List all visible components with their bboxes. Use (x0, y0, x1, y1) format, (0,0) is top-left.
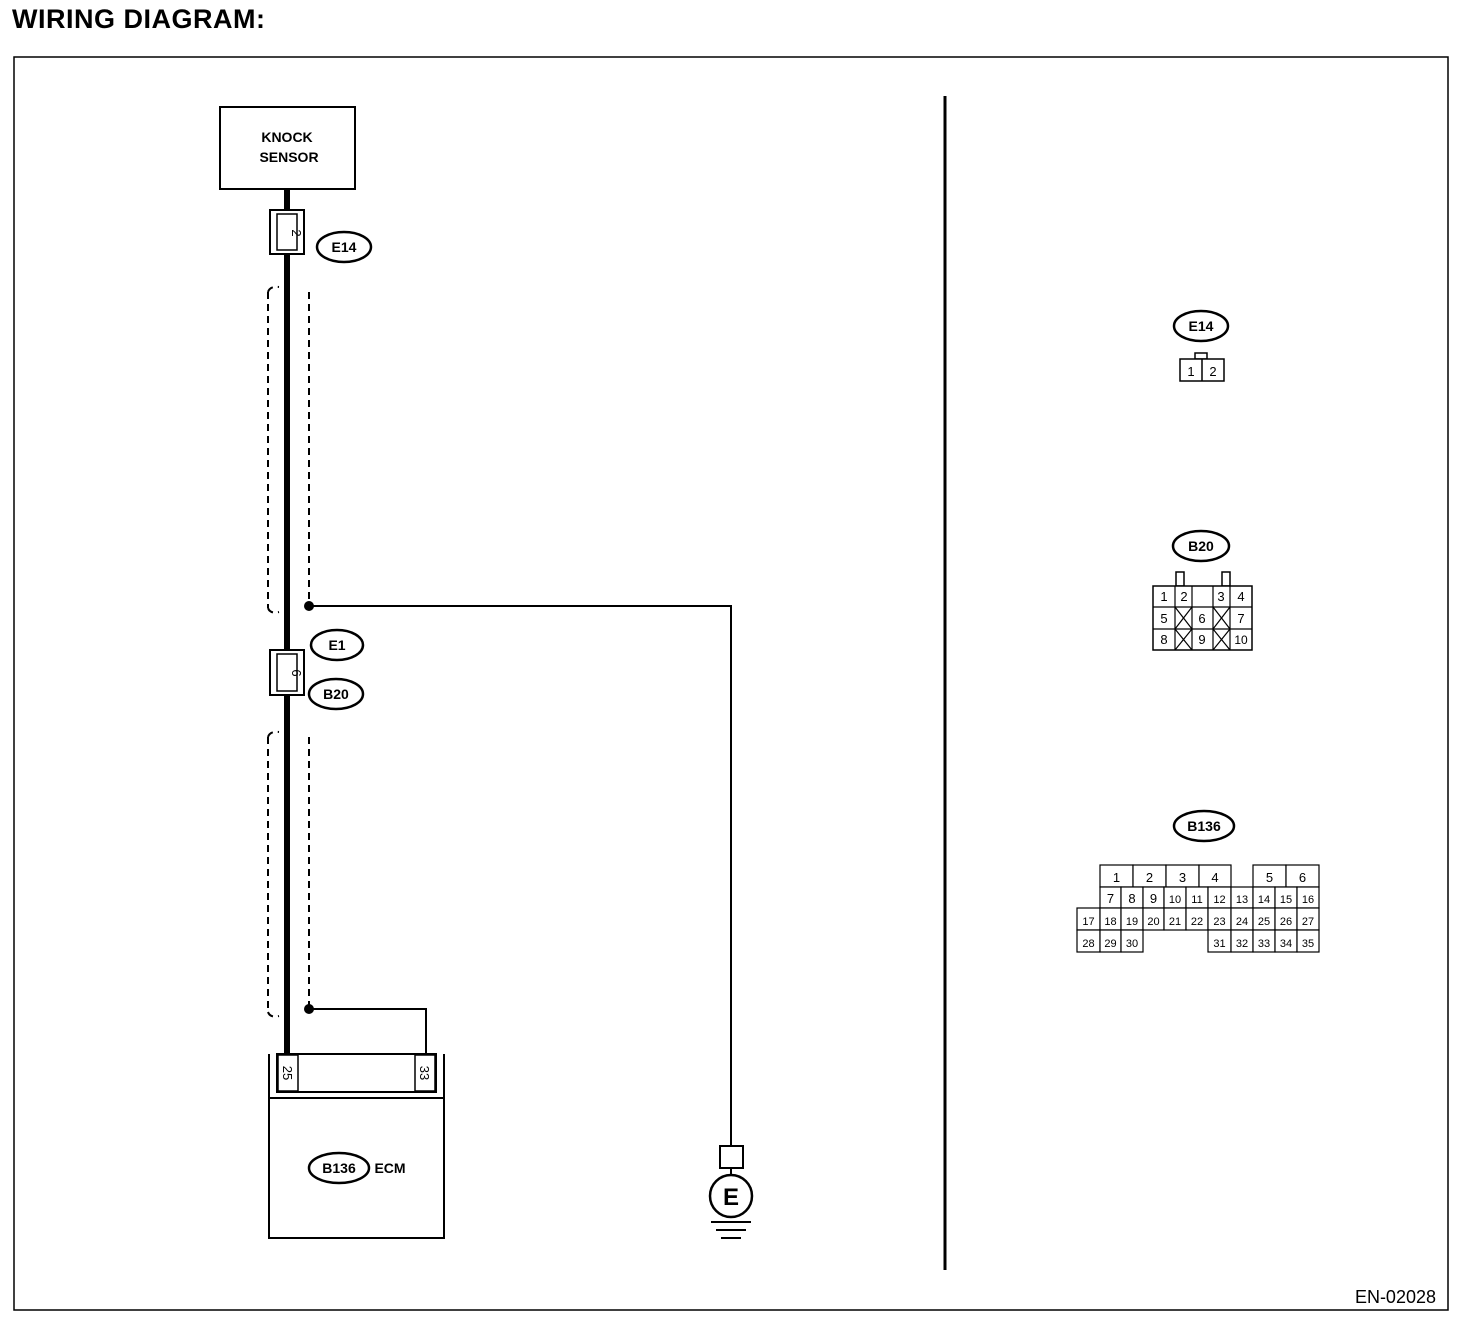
b136-view-pin: 28 (1082, 938, 1094, 950)
b136-view-pin: 20 (1147, 916, 1159, 928)
b136-view-pin: 7 (1107, 891, 1114, 906)
b136-view-pin: 35 (1302, 938, 1314, 950)
b136-view-pin: 24 (1236, 916, 1248, 928)
b136-view-pin: 31 (1213, 938, 1225, 950)
b20-view-pin: 2 (1180, 589, 1187, 604)
ecm-pin-33: 33 (417, 1066, 432, 1080)
b136-view-pin: 32 (1236, 938, 1248, 950)
b136-view-pin: 25 (1258, 916, 1270, 928)
b136-view-pin: 13 (1236, 894, 1248, 906)
b20-view-pin: 9 (1198, 632, 1205, 647)
b136-view-pin: 26 (1280, 916, 1292, 928)
e14-connector-view: E14 1 2 (1172, 309, 1230, 382)
diagram-frame (13, 56, 1449, 1311)
ground-label: E (723, 1184, 739, 1211)
b136-view-pin: 17 (1082, 916, 1094, 928)
b136-view-pin: 34 (1280, 938, 1292, 950)
b136-view-pin: 12 (1213, 894, 1225, 906)
knock-sensor-label-2: SENSOR (259, 149, 318, 165)
b136-view-pin: 23 (1213, 916, 1225, 928)
b20-view-pin: 1 (1160, 589, 1167, 604)
e14-view-pin: 1 (1187, 364, 1194, 379)
page-title: WIRING DIAGRAM: (12, 4, 266, 34)
b20-view-tag: B20 (1188, 538, 1214, 554)
b136-pin-cell (1296, 929, 1320, 953)
b136-view-pin: 29 (1104, 938, 1116, 950)
ecm-pin-25: 25 (280, 1066, 295, 1080)
b136-view-pin: 18 (1104, 916, 1116, 928)
b136-view-pin: 15 (1280, 894, 1292, 906)
b136-view-pin: 2 (1146, 870, 1153, 885)
b136-view-pin: 1 (1113, 870, 1120, 885)
b136-view-pin: 22 (1191, 916, 1203, 928)
b136-view-pin: 5 (1266, 870, 1273, 885)
lower-shield (267, 730, 310, 1018)
b20-tag: B20 (307, 677, 365, 711)
e14-view-pin: 2 (1209, 364, 1216, 379)
b20-view-pin: 5 (1160, 611, 1167, 626)
e14-tag-label: E14 (332, 239, 357, 255)
b136-view-tag: B136 (1187, 818, 1221, 834)
b20-view-pin: 6 (1198, 611, 1205, 626)
b20-view-pin: 3 (1217, 589, 1224, 604)
b20-view-pin: 10 (1234, 633, 1248, 647)
b20-inline-connector: 6 (269, 649, 305, 696)
b136-view-pin: 11 (1191, 894, 1202, 906)
shield-to-ecm-wire (309, 1008, 427, 1056)
b136-view-pin: 27 (1302, 916, 1314, 928)
b136-tag-label: B136 (322, 1160, 356, 1176)
b136-view-pin: 21 (1169, 916, 1181, 928)
b136-view-pin: 6 (1299, 870, 1306, 885)
reference-code: EN-02028 (1355, 1287, 1436, 1307)
e14-inline-connector: 2 (269, 209, 305, 255)
b20-pin-number: 6 (289, 669, 304, 676)
b136-view-pin: 16 (1302, 894, 1314, 906)
e14-tag: E14 (315, 230, 373, 264)
b20-view-pin: 4 (1237, 589, 1244, 604)
ecm-unit: 25 33 B136 ECM (268, 1053, 445, 1239)
b20-connector-view: B20 1 2 3 4 5 6 7 8 9 10 (1152, 529, 1253, 651)
b136-view-pin: 9 (1150, 891, 1157, 906)
e1-tag: E1 (309, 628, 365, 662)
ecm-label: ECM (374, 1160, 405, 1176)
b136-view-pin: 14 (1258, 894, 1270, 906)
knock-sensor-label-1: KNOCK (261, 129, 312, 145)
b136-view-pin: 8 (1128, 891, 1135, 906)
b20-view-pin: 7 (1237, 611, 1244, 626)
b20-view-pin: 8 (1160, 632, 1167, 647)
b20-tag-label: B20 (323, 686, 349, 702)
knock-sensor: KNOCK SENSOR (219, 106, 356, 190)
b136-pin-cell (1120, 929, 1144, 953)
b136-view-pin: 19 (1126, 916, 1138, 928)
upper-shield (267, 285, 310, 614)
b136-view-pin: 4 (1211, 870, 1218, 885)
b136-view-pin: 3 (1179, 870, 1186, 885)
e1-tag-label: E1 (328, 637, 345, 653)
shield-ground-wire (309, 605, 732, 1146)
b136-view-pin: 30 (1126, 938, 1138, 950)
b136-view-pin: 10 (1169, 894, 1181, 906)
e14-pin-number: 2 (289, 229, 304, 236)
b136-view-pin: 33 (1258, 938, 1270, 950)
ground-symbol: E (708, 1145, 754, 1239)
e14-view-tag: E14 (1189, 318, 1214, 334)
